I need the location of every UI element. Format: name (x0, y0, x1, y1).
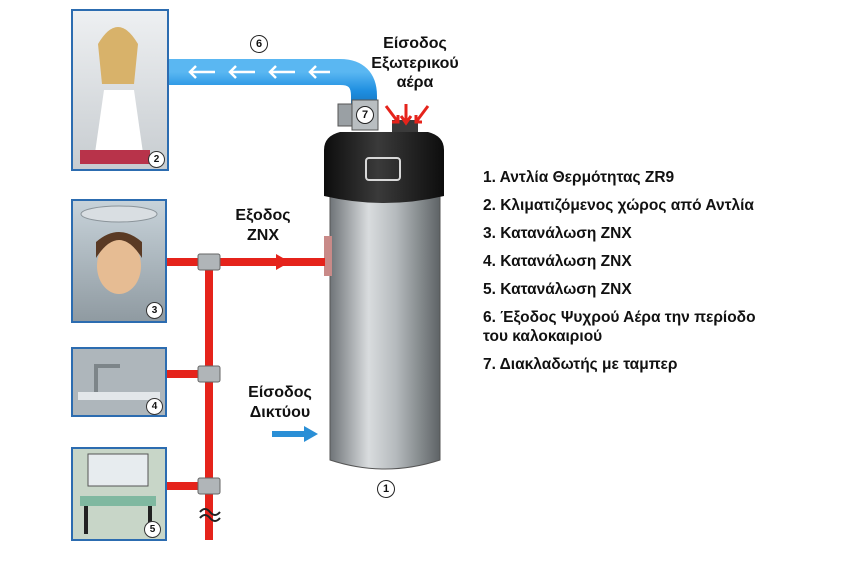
air-outlet-marker: 6 (250, 35, 268, 53)
legend-item-4: 4. Κατανάλωση ZNX (483, 252, 843, 271)
basin-badge: 5 (144, 521, 161, 538)
legend-item-5: 5. Κατανάλωση ZNX (483, 280, 843, 299)
legend: 1. Αντλία Θερμότητας ZR9 2. Κλιματιζόμεν… (483, 168, 843, 383)
legend-item-6: 6. Έξοδος Ψυχρού Αέρα την περίοδο του κα… (483, 308, 843, 346)
photo-room (72, 10, 168, 170)
sink-badge: 4 (146, 398, 163, 415)
legend-item-2: 2. Κλιματιζόμενος χώρος από Αντλία (483, 196, 843, 215)
cold-air-duct (168, 66, 364, 110)
mains-inlet-arrow (272, 426, 318, 442)
legend-item-3: 3. Κατανάλωση ZNX (483, 224, 843, 243)
room-badge: 2 (148, 151, 165, 168)
mains-inlet-label: Είσοδος Δικτύου (230, 383, 330, 422)
legend-item-7: 7. Διακλαδωτής με ταμπερ (483, 355, 843, 374)
damper-marker: 7 (356, 106, 374, 124)
heat-pump-tank (324, 120, 444, 469)
heat-pump-marker: 1 (377, 480, 395, 498)
hot-water-outlet-label: Εξοδος ZNX (218, 206, 308, 245)
outside-air-inlet-label: Είσοδος Εξωτερικού αέρα (360, 34, 470, 93)
shower-badge: 3 (146, 302, 163, 319)
flow-arrow-icon (276, 254, 290, 270)
legend-item-1: 1. Αντλία Θερμότητας ZR9 (483, 168, 843, 187)
